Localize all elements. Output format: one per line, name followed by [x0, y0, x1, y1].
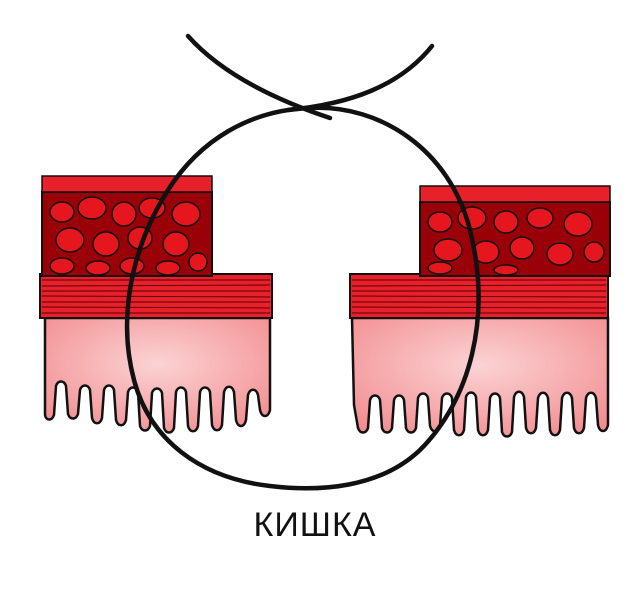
left-mucosa-villi: [45, 318, 270, 433]
right-serosa: [420, 186, 610, 202]
right-mucosa-villi: [352, 318, 608, 437]
left-serosa: [42, 176, 212, 192]
loop-right-tail: [288, 46, 432, 110]
diagram-caption: КИШКА: [0, 506, 630, 545]
